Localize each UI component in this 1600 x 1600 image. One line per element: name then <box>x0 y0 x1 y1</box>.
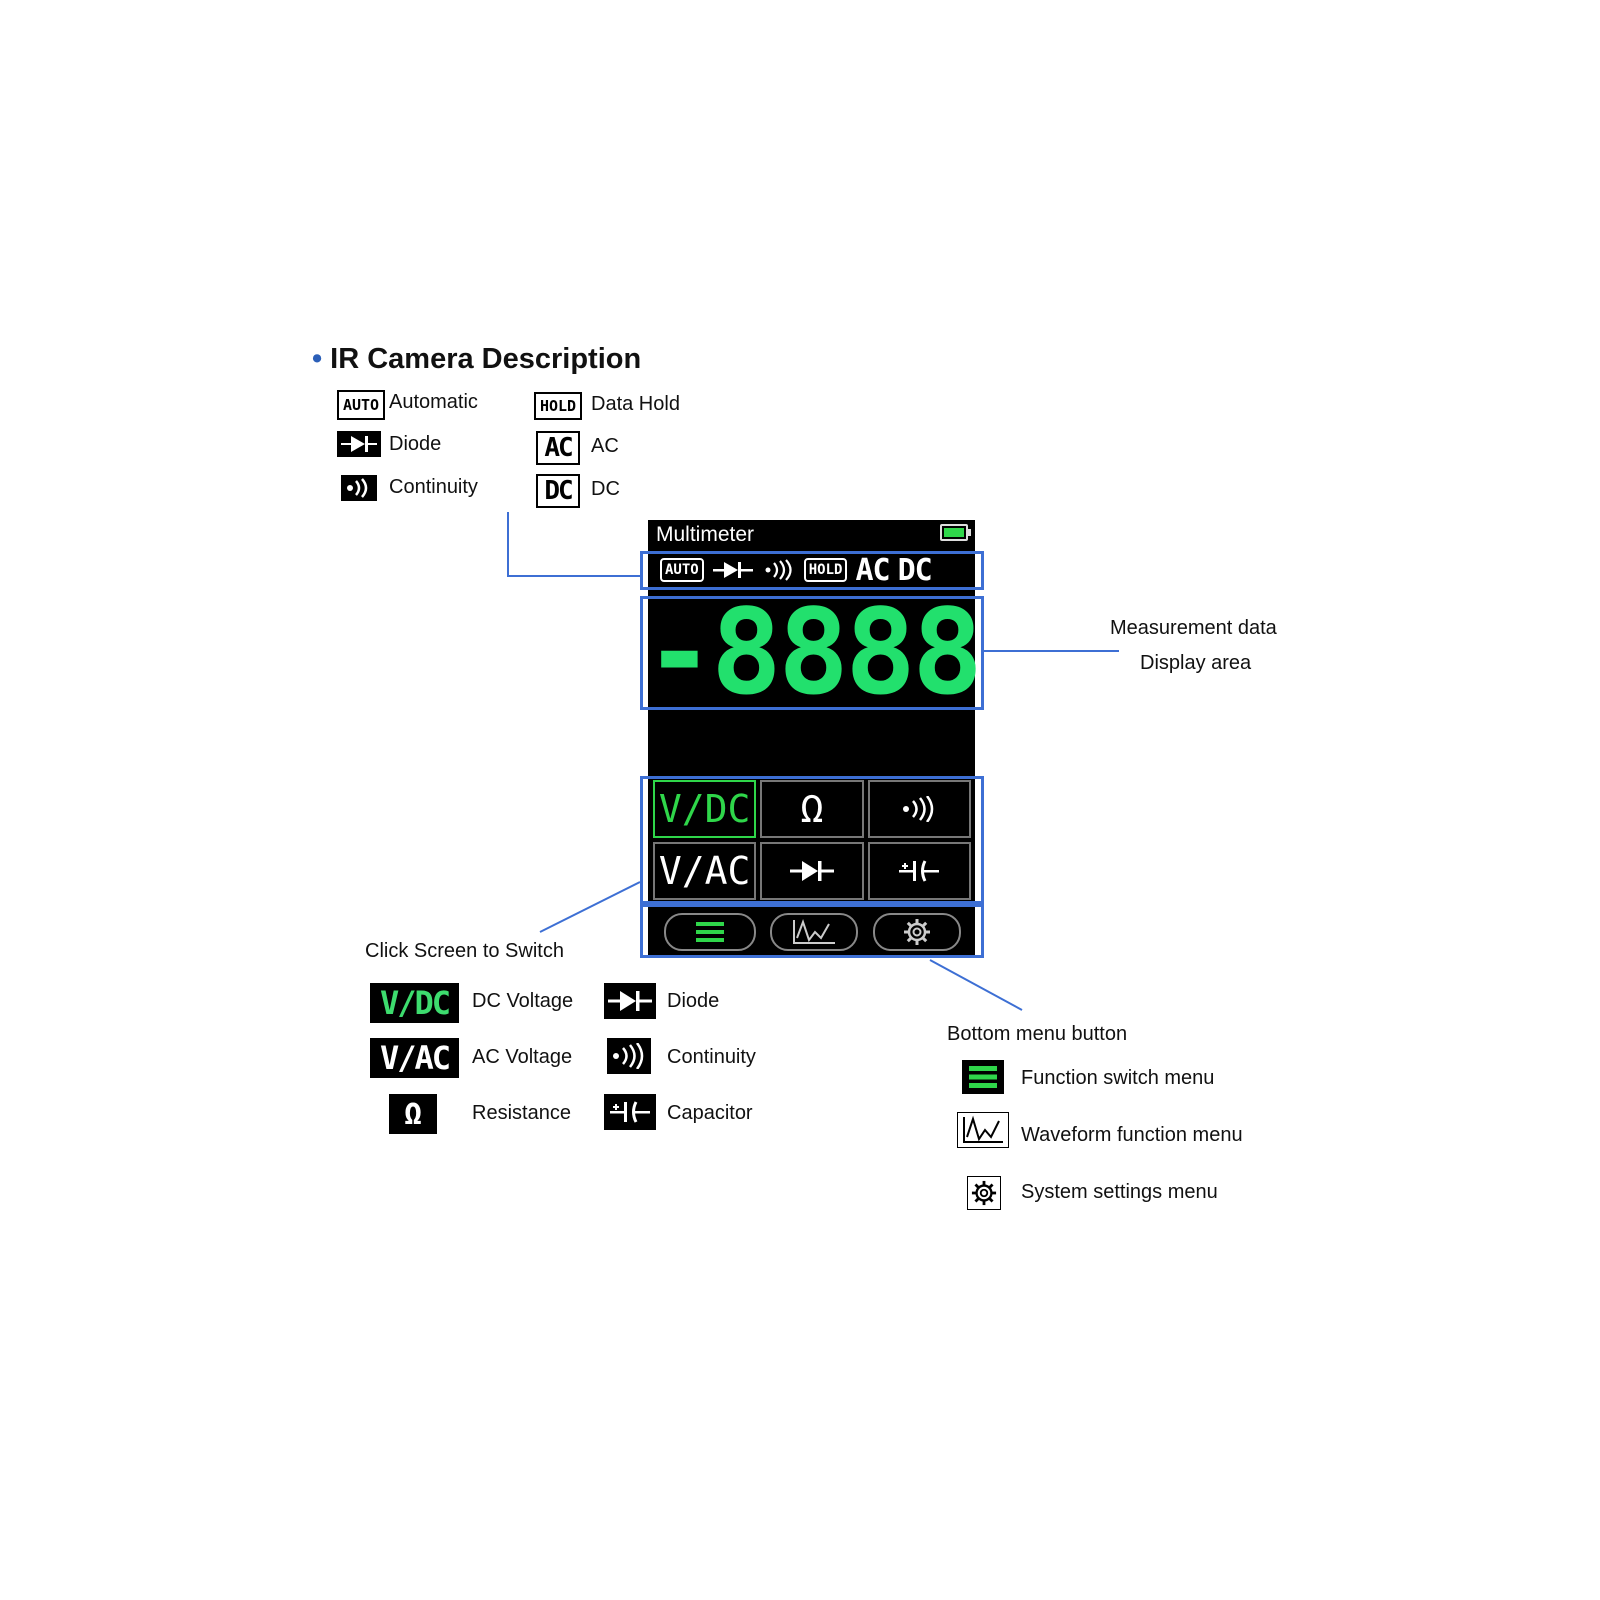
display-area-highlight <box>640 596 984 710</box>
battery-icon <box>940 524 968 541</box>
diode-icon <box>604 983 656 1019</box>
hold-icon: HOLD <box>534 392 582 420</box>
function-grid: V/DC Ω V/AC <box>653 780 971 900</box>
legend-auto-label: Automatic <box>389 391 478 413</box>
mode-resistance-label: Resistance <box>472 1102 571 1124</box>
click-switch-callout: Click Screen to Switch <box>365 940 564 962</box>
continuity-icon <box>607 1038 651 1074</box>
diode-icon <box>337 431 381 457</box>
function-diode-button[interactable] <box>760 842 864 900</box>
gear-icon <box>904 919 930 945</box>
function-capacitor-button[interactable] <box>867 842 971 900</box>
gear-icon <box>967 1176 1001 1210</box>
bottom-menu-callout: Bottom menu button <box>947 1023 1128 1045</box>
waveform-icon <box>957 1112 1009 1148</box>
vac-icon: V/AC <box>370 1038 459 1078</box>
dc-icon: DC <box>536 474 580 508</box>
auto-icon: AUTO <box>337 390 385 420</box>
function-vdc-button[interactable]: V/DC <box>653 780 757 838</box>
bullet-icon: • <box>312 343 323 375</box>
mode-vac-label: AC Voltage <box>472 1046 573 1068</box>
mode-capacitor-label: Capacitor <box>667 1102 753 1124</box>
legend-connector-vertical <box>507 512 509 576</box>
resistance-icon: Ω <box>389 1094 437 1134</box>
continuity-icon <box>903 796 934 822</box>
section-heading: •IR Camera Description <box>312 343 641 376</box>
continuity-icon <box>341 475 377 501</box>
legend-connector-horizontal <box>507 575 641 577</box>
multimeter-screen <box>648 520 975 956</box>
status-continuity-icon <box>762 559 796 581</box>
status-auto: AUTO <box>660 558 704 582</box>
waveform-menu-button[interactable] <box>770 913 858 951</box>
waveform-icon <box>793 919 835 944</box>
legend-hold-label: Data Hold <box>591 393 680 415</box>
status-area-highlight <box>640 551 984 590</box>
settings-menu-button[interactable] <box>873 913 961 951</box>
menu-settings-label: System settings menu <box>1021 1181 1218 1203</box>
diode-icon <box>789 861 834 881</box>
status-indicator-row: AUTO HOLD AC DC <box>660 552 933 588</box>
menu-function-switch-label: Function switch menu <box>1021 1067 1215 1089</box>
ac-icon: AC <box>536 431 580 465</box>
measurement-connector <box>984 650 1119 652</box>
function-area-highlight <box>640 776 984 904</box>
measurement-callout-line2: Display area <box>1140 652 1252 674</box>
function-vac-button[interactable]: V/AC <box>653 842 757 900</box>
mode-vdc-label: DC Voltage <box>472 990 574 1012</box>
measurement-callout-line1: Measurement data <box>1110 617 1277 639</box>
legend-ac-label: AC <box>591 435 619 457</box>
status-hold: HOLD <box>803 558 848 582</box>
menu-waveform-label: Waveform function menu <box>1021 1124 1243 1146</box>
bottom-menu-highlight <box>640 904 984 958</box>
battery-tip <box>968 529 971 536</box>
menu-icon <box>696 922 724 942</box>
function-switch-menu-button[interactable] <box>664 913 756 951</box>
capacitor-icon <box>899 860 940 882</box>
vdc-icon: V/DC <box>370 983 459 1023</box>
legend-dc-label: DC <box>591 478 620 500</box>
menu-icon <box>962 1060 1004 1094</box>
measurement-reading: -8888 <box>643 583 983 721</box>
legend-diode-label: Diode <box>389 433 442 455</box>
capacitor-icon <box>604 1094 656 1130</box>
status-ac: AC <box>855 552 890 588</box>
mode-diode-label: Diode <box>667 990 720 1012</box>
screen-title: Multimeter <box>656 523 755 546</box>
status-diode-icon <box>712 559 754 581</box>
function-continuity-button[interactable] <box>867 780 971 838</box>
function-resistance-button[interactable]: Ω <box>760 780 864 838</box>
mode-continuity-label: Continuity <box>667 1046 756 1068</box>
heading-text: IR Camera Description <box>330 343 642 375</box>
status-dc: DC <box>897 552 933 588</box>
legend-continuity-label: Continuity <box>389 476 478 498</box>
